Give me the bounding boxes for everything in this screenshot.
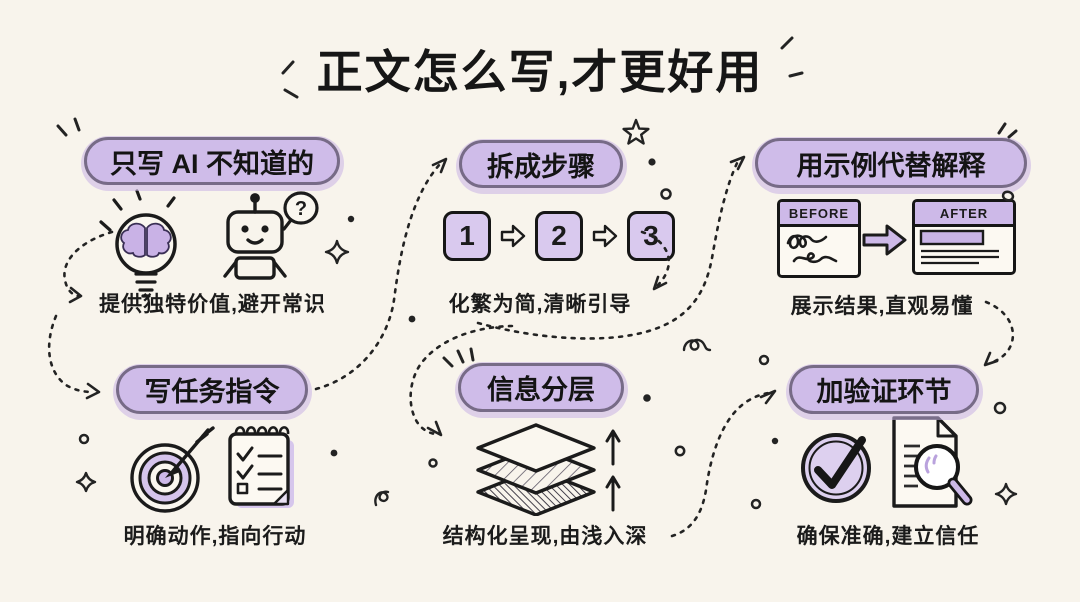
layer-top [476, 423, 596, 473]
caption-clear-actions: 明确动作,指向行动 [123, 525, 307, 548]
pill-use-examples: 用示例代替解释 [752, 137, 1031, 194]
after-label: AFTER [915, 202, 1013, 227]
scribble-lines [786, 234, 838, 264]
arrow-task-to-steps [314, 162, 442, 391]
folded-corner [272, 488, 290, 506]
pill-label: 信息分层 [487, 375, 595, 405]
lightbulb-brain-icon [99, 189, 177, 298]
document-magnifier-icon [892, 416, 973, 508]
big-arrow-icon [862, 224, 907, 256]
target-dart-icon [130, 426, 215, 513]
pill-layer-information: 信息分层 [455, 362, 628, 418]
question-bubble-icon: ? [282, 191, 319, 231]
steps-123: 1 2 3 [443, 211, 675, 261]
page-title: 正文怎么写,才更好用 [316, 46, 764, 98]
pill-only-what-ai-doesnt-know: 只写 AI 不知道的 [81, 136, 344, 191]
caption-simplify: 化繁为简,清晰引导 [448, 293, 632, 316]
checkmark [814, 436, 866, 489]
robot-eye-left [241, 225, 249, 233]
step-arrow-icon [592, 224, 618, 248]
step-box-1: 1 [443, 211, 491, 261]
after-card-icon: AFTER [912, 199, 1016, 275]
decor-star [622, 118, 650, 145]
caption-structured: 结构化呈现,由浅入深 [442, 525, 648, 548]
robot-arm-right [272, 260, 287, 278]
brain [120, 222, 172, 258]
robot-head [226, 210, 284, 254]
step-box-2: 2 [535, 211, 583, 261]
magnifier [914, 444, 973, 506]
document-lines [904, 444, 922, 488]
robot-icon: ? [223, 191, 319, 280]
pill-label: 用示例代替解释 [796, 150, 986, 181]
arrow-to-write-task [47, 314, 96, 394]
antenna-tip [250, 193, 260, 203]
robot-body [234, 256, 276, 280]
robot-arm-left [223, 260, 238, 278]
stacked-layers-icon [476, 423, 621, 516]
bulb-base [134, 272, 158, 298]
before-label: BEFORE [780, 202, 858, 227]
spiral-binding [234, 426, 290, 436]
up-arrows-icon [605, 429, 621, 512]
caption-show-results: 展示结果,直观易懂 [790, 295, 974, 318]
question-mark: ? [295, 198, 307, 220]
caption-ensure-accuracy: 确保准确,建立信任 [796, 525, 980, 548]
pill-split-into-steps: 拆成步骤 [456, 139, 627, 194]
notepad-checklist-icon [228, 426, 294, 508]
structured-lines [919, 229, 999, 265]
robot-smile [246, 238, 264, 245]
robot-eye-right [261, 225, 269, 233]
caption-unique-value: 提供独特价值,避开常识 [99, 293, 326, 316]
arrow-layers-to-verify [670, 391, 771, 538]
bulb-rays [99, 189, 176, 232]
step-box-3: 3 [627, 211, 675, 261]
pill-write-task-commands: 写任务指令 [113, 364, 312, 420]
pill-add-verification: 加验证环节 [786, 364, 983, 420]
step-arrow-icon [500, 224, 526, 248]
pill-label: 加验证环节 [816, 377, 952, 407]
before-card-icon: BEFORE [777, 199, 861, 278]
pill-label: 只写 AI 不知道的 [109, 148, 314, 179]
document-fold [936, 418, 956, 438]
checklist [236, 446, 283, 495]
check-circle-icon [801, 433, 871, 503]
pill-label: 拆成步骤 [487, 151, 595, 182]
pill-label: 写任务指令 [144, 377, 280, 407]
dart [165, 426, 215, 478]
